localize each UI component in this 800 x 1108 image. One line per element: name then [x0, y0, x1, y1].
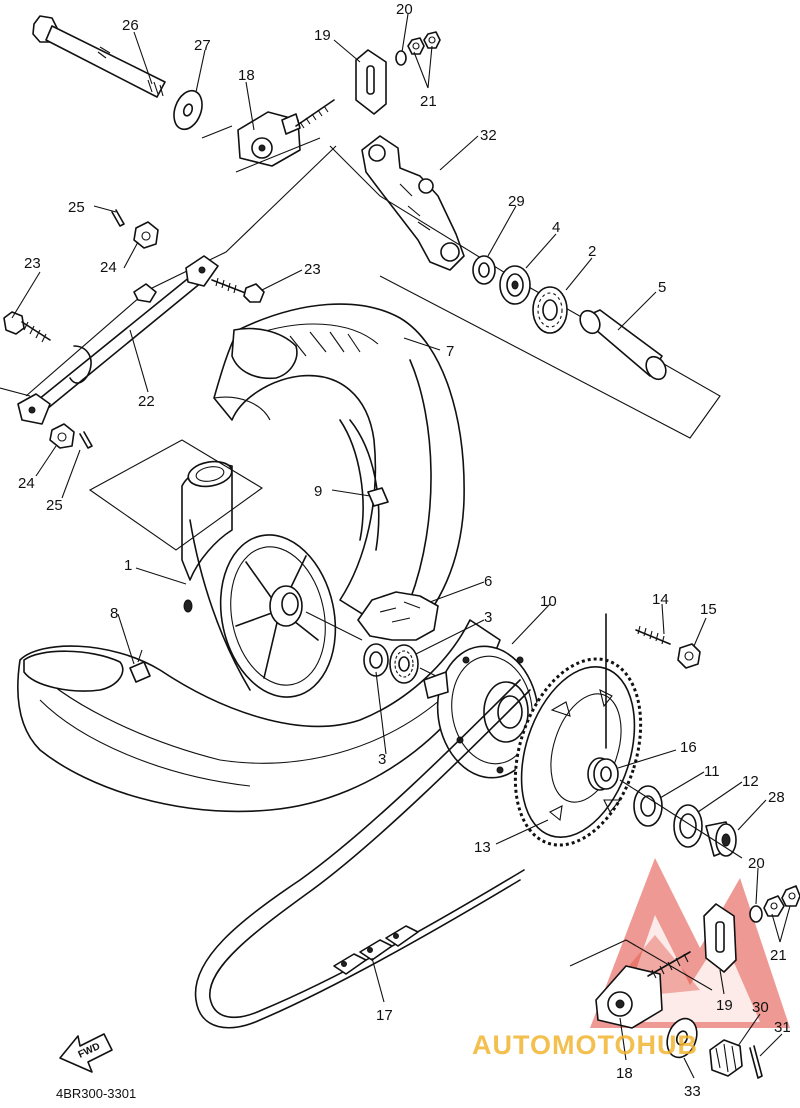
part-label-14: 14 — [652, 591, 669, 608]
part-label-30: 30 — [752, 999, 769, 1016]
plate-19-bottom — [703, 903, 737, 973]
part-label-20: 20 — [396, 1, 413, 18]
part-label-24-b: 24 — [18, 475, 35, 492]
part-label-9: 9 — [314, 483, 322, 500]
part-label-22: 22 — [138, 393, 155, 410]
leader-lines — [11, 13, 791, 1079]
spacer-5 — [579, 309, 667, 381]
part-label-19-b: 19 — [716, 997, 733, 1014]
chain-adjuster-18-bottom — [569, 939, 713, 1029]
drive-chain-17 — [194, 679, 531, 1029]
watermark-text: AUTOMOTOHUB — [472, 1030, 698, 1060]
part-label-29: 29 — [508, 193, 525, 210]
part-label-4: 4 — [552, 219, 560, 236]
plate-19-top — [355, 49, 387, 115]
part-label-1: 1 — [124, 557, 132, 574]
part-label-10: 10 — [540, 593, 557, 610]
stud-14 — [635, 625, 671, 645]
collar-29 — [472, 255, 496, 285]
part-label-24: 24 — [100, 259, 117, 276]
chain-adjuster-18-top — [201, 99, 335, 173]
nuts-20-21-top — [395, 31, 441, 66]
pin-25-bottom — [79, 431, 93, 449]
part-label-17: 17 — [376, 1007, 393, 1024]
part-label-3-b: 3 — [378, 751, 386, 768]
part-label-19: 19 — [314, 27, 331, 44]
valve-9 — [367, 487, 389, 507]
washer-27 — [173, 89, 203, 131]
part-label-15: 15 — [700, 601, 717, 618]
part-label-26: 26 — [122, 17, 139, 34]
bolt-23-left — [3, 311, 51, 343]
part-label-16: 16 — [680, 739, 697, 756]
axle-26 — [32, 15, 166, 98]
tire-7 — [213, 303, 465, 641]
bearing-3-left — [363, 643, 389, 677]
bearing-2 — [532, 286, 568, 334]
part-label-6: 6 — [484, 573, 492, 590]
nut-30 — [709, 1039, 743, 1077]
bolt-23-right — [211, 277, 265, 303]
part-label-25: 25 — [68, 199, 85, 216]
forward-arrow-icon: FWD — [59, 1033, 113, 1073]
part-label-21: 21 — [420, 93, 437, 110]
valve-8 — [129, 649, 151, 683]
oil-seal-4 — [499, 265, 531, 305]
diagram-code: 4BR300-3301 — [56, 1086, 136, 1101]
oil-seal-12 — [673, 804, 703, 848]
caliper-bracket-32 — [361, 135, 465, 271]
pin-25-top — [111, 209, 125, 227]
part-label-18-b: 18 — [616, 1065, 633, 1082]
bearing-11 — [633, 785, 663, 827]
collar-16 — [593, 758, 619, 790]
nuts-20-21-bottom — [749, 885, 800, 923]
part-label-28: 28 — [768, 789, 785, 806]
damper-6 — [357, 591, 439, 641]
part-label-20-b: 20 — [748, 855, 765, 872]
part-label-27: 27 — [194, 37, 211, 54]
part-label-11: 11 — [704, 763, 720, 780]
part-label-13: 13 — [474, 839, 491, 856]
cotter-pin-31 — [749, 1045, 763, 1079]
part-label-18: 18 — [238, 67, 255, 84]
part-labels: 26 27 18 19 20 21 32 29 4 2 5 25 24 23 2… — [18, 1, 791, 1100]
nut-24-top — [133, 221, 159, 249]
part-label-7: 7 — [446, 343, 454, 360]
part-label-12: 12 — [742, 773, 759, 790]
part-label-32: 32 — [480, 127, 497, 144]
part-label-23: 23 — [24, 255, 41, 272]
part-label-5: 5 — [658, 279, 666, 296]
part-label-23-b: 23 — [304, 261, 321, 278]
part-label-8: 8 — [110, 605, 118, 622]
part-label-3: 3 — [484, 609, 492, 626]
nut-15 — [677, 643, 701, 669]
sprocket-13 — [513, 613, 643, 847]
part-label-2: 2 — [588, 243, 596, 260]
part-label-21-b: 21 — [770, 947, 787, 964]
part-label-25-b: 25 — [46, 497, 63, 514]
shaft-22 — [0, 255, 219, 425]
part-label-33: 33 — [684, 1083, 701, 1100]
collar-28 — [705, 821, 737, 857]
part-label-31: 31 — [774, 1019, 791, 1036]
bearing-3-right — [389, 644, 419, 684]
nut-24-bottom — [49, 423, 75, 449]
washer-33 — [666, 1017, 698, 1059]
